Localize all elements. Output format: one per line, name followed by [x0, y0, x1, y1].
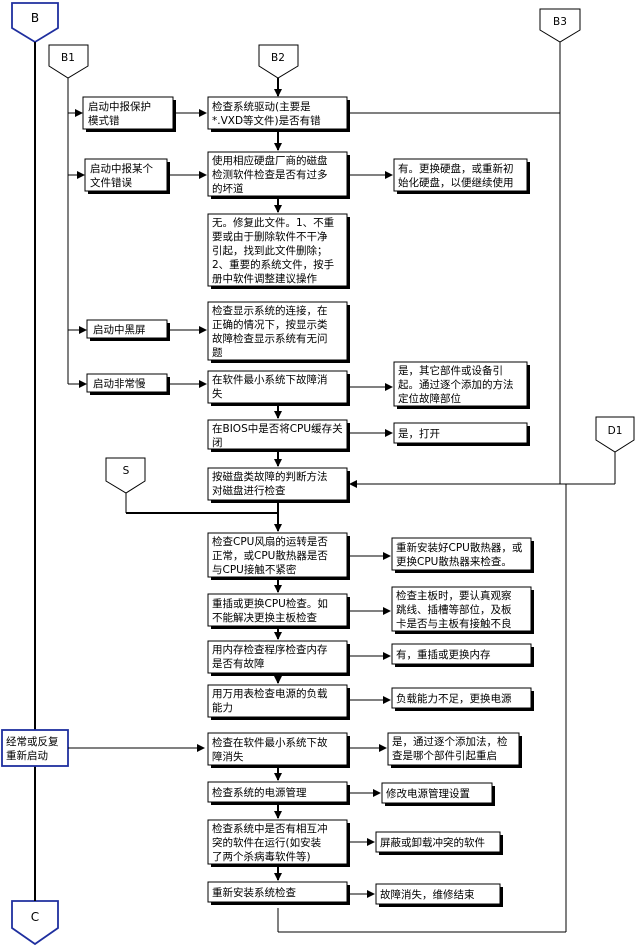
- main-box-15: 重新安装系统检查: [207, 881, 350, 905]
- svg-text:检查CPU风扇的运转是否正常，或CPU散热器是否与CPU接触: 检查CPU风扇的运转是否正常，或CPU散热器是否与CPU接触不紧密: [212, 535, 328, 576]
- main-box-14: 检查系统中是否有相互冲突的软件在运行(如安装了两个杀病毒软件等): [207, 819, 350, 867]
- main-box-4: 检查显示系统的连接，在正确的情况下，按显示类故障检查显示系统有无问题: [207, 301, 350, 363]
- result-box-5: 是，其它部件或设备引起。通过逐个添加的方法定位故障部位: [393, 361, 530, 409]
- connector-c: C: [11, 900, 59, 946]
- connector-s-label: S: [123, 465, 130, 477]
- svg-text:重新安装好CPU散热器，或更换CPU散热器来检查。: 重新安装好CPU散热器，或更换CPU散热器来检查。: [396, 541, 523, 568]
- connector-b-label: B: [31, 11, 39, 25]
- connector-b1-label: B1: [61, 52, 75, 64]
- main-box-9: 重插或更换CPU检查。如不能解决更换主板检查: [207, 593, 350, 629]
- svg-text:检查系统的电源管理: 检查系统的电源管理: [212, 786, 307, 799]
- main-box-12: 检查在软件最小系统下故障消失: [207, 732, 350, 768]
- connector-b2-label: B2: [271, 52, 285, 64]
- main-box-8: 检查CPU风扇的运转是否正常，或CPU散热器是否与CPU接触不紧密: [207, 532, 350, 580]
- svg-text:检查主板时，要认真观察跳线、插槽等部位，及板卡是否与主板有接: 检查主板时，要认真观察跳线、插槽等部位，及板卡是否与主板有接触不良: [396, 589, 512, 630]
- main-box-11: 用万用表检查电源的负载能力: [207, 684, 350, 720]
- result-box-9: 检查主板时，要认真观察跳线、插槽等部位，及板卡是否与主板有接触不良: [391, 586, 534, 634]
- svg-text:有。更换硬盘，或重新初始化硬盘，以便继续使用: 有。更换硬盘，或重新初始化硬盘，以便继续使用: [398, 162, 514, 189]
- result-box-6: 是，打开: [393, 422, 530, 446]
- connector-b3: B3: [539, 8, 581, 43]
- svg-text:检查显示系统的连接，在正确的情况下，按显示类故障检查显示系统: 检查显示系统的连接，在正确的情况下，按显示类故障检查显示系统有无问题: [212, 304, 328, 359]
- b1-branch-arrows: [68, 109, 87, 388]
- svg-text:负载能力不足，更换电源: 负载能力不足，更换电源: [396, 692, 512, 705]
- main-box-2: 使用相应硬盘厂商的磁盘检测软件检查是否有过多的坏道: [207, 151, 350, 199]
- svg-text:启动中报某个文件错误: 启动中报某个文件错误: [90, 162, 153, 189]
- svg-text:检查系统中是否有相互冲突的软件在运行(如安装了两个杀病毒软件: 检查系统中是否有相互冲突的软件在运行(如安装了两个杀病毒软件等): [212, 822, 328, 863]
- result-box-15: 故障消失，维修结束: [375, 883, 503, 907]
- side-box-restart: 经常或反复重新启动: [1, 729, 69, 767]
- main-box-10: 用内存检查程序检查内存是否有故障: [207, 640, 350, 676]
- svg-text:使用相应硬盘厂商的磁盘检测软件检查是否有过多的坏道: 使用相应硬盘厂商的磁盘检测软件检查是否有过多的坏道: [212, 154, 328, 195]
- main-box-1: 检查系统驱动(主要是*.VXD等文件)是否有错: [207, 96, 350, 132]
- result-box-14: 屏蔽或卸载冲突的软件: [375, 831, 503, 855]
- side-box-boot-slow: 启动非常慢: [86, 373, 170, 395]
- result-box-10: 有，重插或更换内存: [391, 643, 534, 667]
- svg-text:检查系统驱动(主要是*.VXD等文件)是否有错: 检查系统驱动(主要是*.VXD等文件)是否有错: [212, 100, 321, 127]
- svg-text:是，其它部件或设备引起。通过逐个添加的方法定位故障部位: 是，其它部件或设备引起。通过逐个添加的方法定位故障部位: [398, 364, 514, 405]
- connector-d1: D1: [595, 416, 635, 453]
- connector-b: B: [11, 2, 59, 44]
- connector-d1-label: D1: [608, 425, 623, 437]
- svg-text:启动中报保护模式错: 启动中报保护模式错: [88, 100, 151, 127]
- main-box-6: 在BIOS中是否将CPU缓存关闭: [207, 419, 350, 452]
- result-box-2: 有。更换硬盘，或重新初始化硬盘，以便继续使用: [393, 158, 530, 194]
- svg-text:有，重插或更换内存: 有，重插或更换内存: [396, 648, 491, 661]
- svg-text:是，通过逐个添加法，检查是哪个部件引起重启: 是，通过逐个添加法，检查是哪个部件引起重启: [392, 735, 508, 762]
- svg-text:在软件最小系统下故障消失: 在软件最小系统下故障消失: [212, 373, 328, 400]
- connector-b1: B1: [48, 44, 89, 79]
- svg-text:启动中黑屏: 启动中黑屏: [93, 323, 146, 336]
- connector-s: S: [105, 457, 146, 494]
- result-box-12: 是，通过逐个添加法，检查是哪个部件引起重启: [387, 732, 522, 768]
- svg-text:屏蔽或卸载冲突的软件: 屏蔽或卸载冲突的软件: [380, 836, 485, 849]
- svg-text:是，打开: 是，打开: [398, 427, 440, 440]
- result-box-13: 修改电源管理设置: [381, 782, 495, 806]
- svg-text:重新安装系统检查: 重新安装系统检查: [212, 886, 296, 899]
- svg-text:在BIOS中是否将CPU缓存关闭: 在BIOS中是否将CPU缓存关闭: [212, 422, 343, 449]
- svg-text:修改电源管理设置: 修改电源管理设置: [386, 787, 470, 800]
- svg-text:按磁盘类故障的判断方法对磁盘进行检查: 按磁盘类故障的判断方法对磁盘进行检查: [212, 470, 328, 497]
- main-box-13: 检查系统的电源管理: [207, 781, 350, 805]
- connector-b2: B2: [258, 44, 299, 79]
- svg-text:用内存检查程序检查内存是否有故障: 用内存检查程序检查内存是否有故障: [212, 643, 328, 670]
- svg-text:故障消失，维修结束: 故障消失，维修结束: [380, 888, 475, 901]
- svg-text:无。修复此文件。1、不重要或由于删除软件不干净引起，找到此文: 无。修复此文件。1、不重要或由于删除软件不干净引起，找到此文件删除；2、重要的系…: [212, 216, 334, 285]
- main-box-7: 按磁盘类故障的判断方法对磁盘进行检查: [207, 467, 350, 503]
- svg-text:经常或反复重新启动: 经常或反复重新启动: [6, 735, 59, 762]
- svg-text:重插或更换CPU检查。如不能解决更换主板检查: 重插或更换CPU检查。如不能解决更换主板检查: [212, 597, 328, 624]
- result-box-8: 重新安装好CPU散热器，或更换CPU散热器来检查。: [391, 537, 534, 573]
- side-box-boot-file: 启动中报某个文件错误: [84, 158, 170, 194]
- side-box-boot-black: 启动中黑屏: [86, 319, 170, 341]
- main-box-3: 无。修复此文件。1、不重要或由于删除软件不干净引起，找到此文件删除；2、重要的系…: [207, 213, 350, 289]
- svg-text:检查在软件最小系统下故障消失: 检查在软件最小系统下故障消失: [212, 736, 328, 763]
- svg-text:用万用表检查电源的负载能力: 用万用表检查电源的负载能力: [212, 687, 328, 714]
- connector-b3-label: B3: [553, 16, 567, 28]
- main-box-5: 在软件最小系统下故障消失: [207, 370, 350, 406]
- result-box-11: 负载能力不足，更换电源: [391, 687, 534, 711]
- connector-c-label: C: [31, 910, 39, 924]
- svg-text:启动非常慢: 启动非常慢: [93, 377, 146, 390]
- side-box-boot-protect: 启动中报保护模式错: [82, 96, 176, 132]
